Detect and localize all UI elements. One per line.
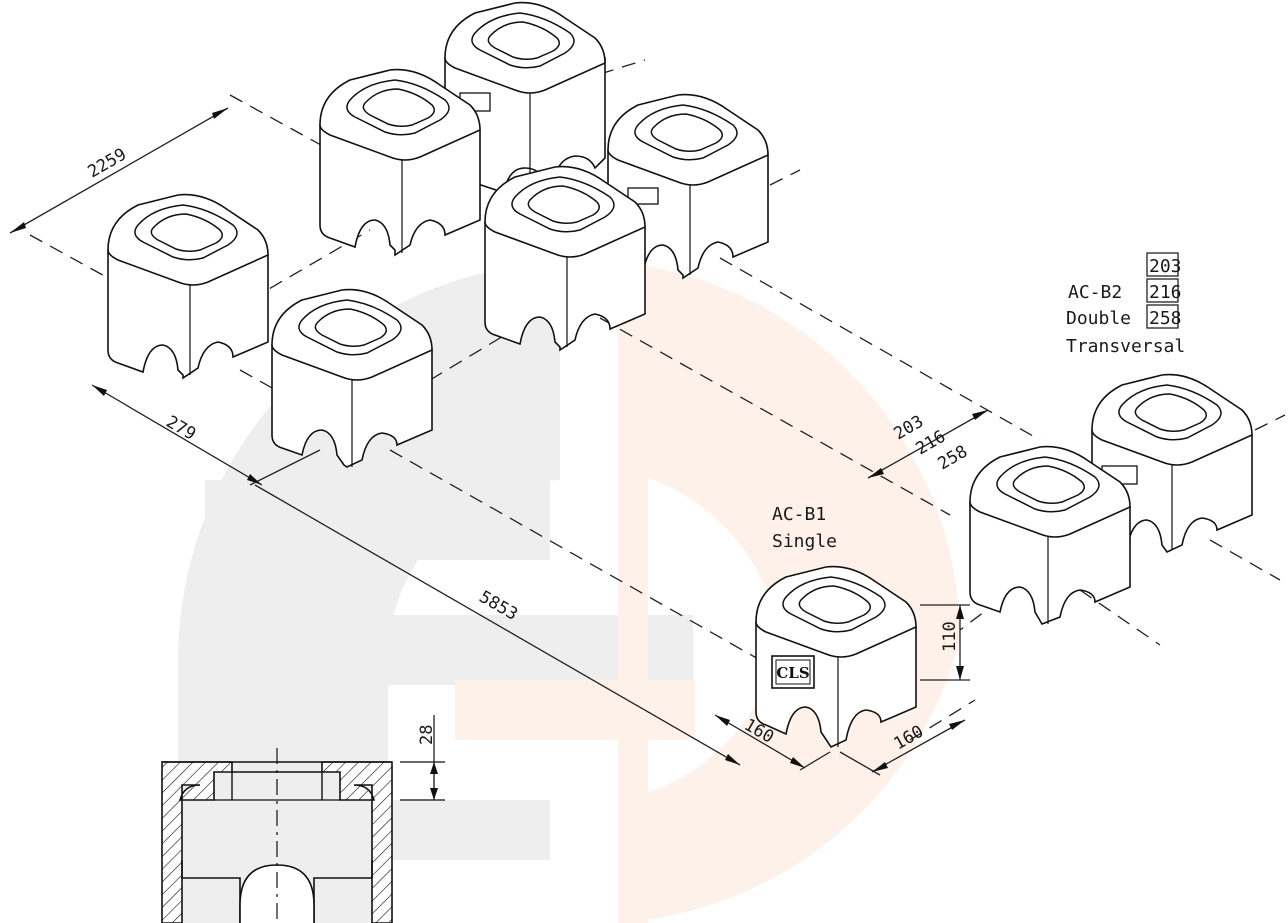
label-transversal: Transversal [1066,336,1185,357]
casting-ac-b2-transversal-front [969,445,1131,625]
size-216: 216 [1149,282,1182,303]
casting-single-left-back [107,193,269,380]
casting-ac-b2-transversal-back [1091,373,1253,554]
dim-28: 28 [417,725,437,745]
casting-ac-b1-single: CLS [755,565,917,749]
casting-ac-b2-back-mid [319,68,481,257]
size-258: 258 [1149,308,1182,329]
size-203: 203 [1149,256,1182,277]
cross-section-view [161,715,445,923]
casting-single-left-front [271,288,433,468]
cls-logo-plate: CLS [771,655,815,689]
label-ac-b2: AC-B2 [1068,282,1122,303]
casting-ac-b2-right-back [607,93,769,280]
label-double: Double [1066,308,1131,329]
cls-logo-text: CLS [776,664,809,682]
ac-b2-size-boxes: 203 216 258 [1146,252,1182,329]
dim-110: 110 [940,621,960,652]
label-single: Single [772,531,837,552]
dim-279: 279 [163,412,200,445]
casting-ac-b2-mid-front [484,165,646,352]
label-ac-b1: AC-B1 [772,504,826,525]
dimension-lines [9,107,989,776]
